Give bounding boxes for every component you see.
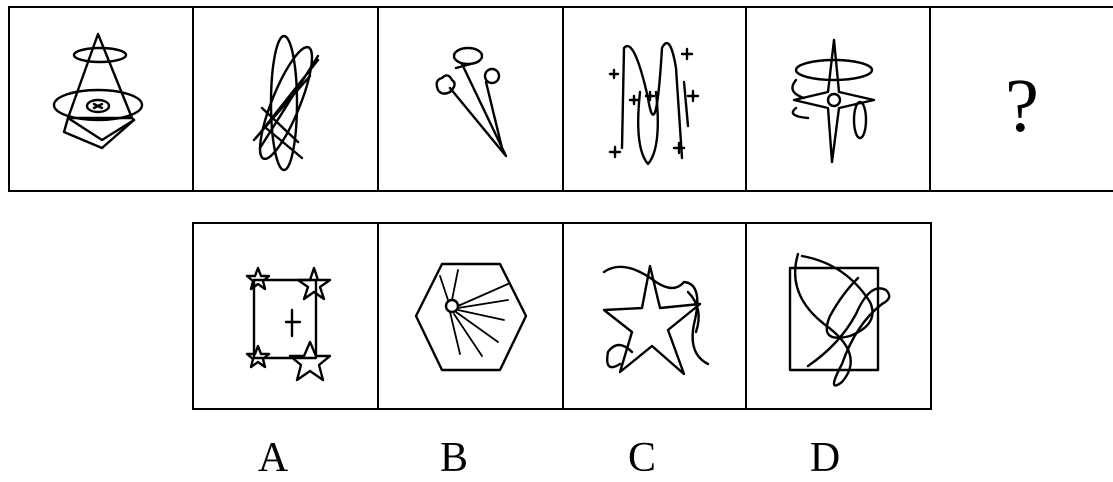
hexagon-rays-figure xyxy=(378,224,564,408)
option-c-label: C xyxy=(612,434,672,482)
option-a-label: A xyxy=(243,434,303,482)
rectangle-stars-figure xyxy=(194,224,378,408)
option-c-figure[interactable] xyxy=(564,224,746,408)
option-a-figure[interactable] xyxy=(194,224,378,408)
option-b-figure[interactable] xyxy=(378,224,564,408)
crossed-ellipses-figure xyxy=(194,8,378,190)
curve-crosses-figure xyxy=(564,8,746,190)
sequence-figure-3 xyxy=(378,8,564,190)
cone-ellipse-figure xyxy=(10,8,194,190)
option-b-label: B xyxy=(424,434,484,482)
question-mark: ? xyxy=(930,68,1113,144)
loops-lines-figure xyxy=(378,8,564,190)
sequence-missing-cell: ? xyxy=(930,8,1113,190)
option-d-label: D xyxy=(795,434,855,482)
sequence-figure-1 xyxy=(10,8,194,190)
sequence-figure-4 xyxy=(564,8,746,190)
square-scribble-figure xyxy=(746,224,930,408)
star-scribble-figure xyxy=(564,224,746,408)
sequence-figure-5 xyxy=(746,8,930,190)
sequence-figure-2 xyxy=(194,8,378,190)
four-point-star-figure xyxy=(746,8,930,190)
option-d-figure[interactable] xyxy=(746,224,930,408)
